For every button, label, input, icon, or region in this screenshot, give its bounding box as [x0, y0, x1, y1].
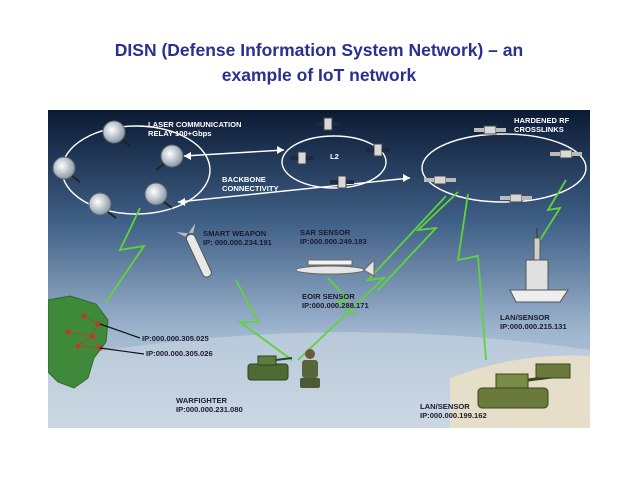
backbone-arrowhead-right-top [277, 146, 284, 154]
satellite-icon [424, 175, 456, 185]
usa-map [48, 295, 109, 389]
sar-sensor-ip: IP:000.000.249.183 [300, 237, 367, 246]
lan-sensor-tank-ip: IP:000.000.199.162 [420, 411, 487, 420]
warfighter-tank-icon [247, 355, 293, 381]
satellite-icon [330, 175, 354, 189]
sar-sensor-label: SAR SENSOR [300, 228, 351, 237]
rf-satellites [424, 125, 582, 203]
dish-icon [52, 156, 81, 183]
eoir-sensor-ip: IP:000.000.288.171 [302, 301, 369, 310]
satellite-icon [550, 149, 582, 159]
satellite-icon [474, 125, 506, 135]
smart-weapon-label: SMART WEAPON [203, 229, 266, 238]
link-sar-to-eoir [327, 277, 357, 317]
lan-tank-icon [450, 355, 590, 428]
dish-icon [155, 144, 184, 171]
laser-relay-dishes [52, 120, 184, 219]
wireless-links [105, 179, 567, 361]
link-weapon-to-warfighter [235, 279, 293, 361]
l2-satellites [290, 117, 390, 189]
network-diagram: LASER COMMUNICATION RELAY 100+Gbps HARDE… [48, 110, 590, 428]
satellite-icon [366, 143, 390, 157]
l2-label: L2 [330, 152, 339, 161]
dish-icon [88, 192, 117, 219]
network-diagram-canvas: LASER COMMUNICATION RELAY 100+Gbps HARDE… [48, 110, 590, 428]
satellite-icon [290, 151, 314, 165]
satellite-icon [500, 193, 532, 203]
laser-relay-label-1: LASER COMMUNICATION [148, 120, 242, 129]
usa-ip-2: IP:000.000.305.026 [146, 349, 213, 358]
dish-icon [102, 120, 131, 147]
backbone-link-top [183, 149, 285, 157]
satellite-icon [316, 117, 340, 131]
link-relay-to-usa [105, 207, 146, 303]
lan-sensor-ship-ip: IP:000.000.215.131 [500, 322, 567, 331]
laser-relay-label-2: RELAY 100+Gbps [148, 129, 212, 138]
usa-ip-1: IP:000.000.305.025 [142, 334, 209, 343]
ship-icon [509, 228, 569, 303]
uav-icon [295, 258, 375, 277]
link-rf-to-sar [377, 191, 459, 291]
rf-crosslink-orbit [421, 133, 587, 203]
backbone-arrowhead-left-bottom [178, 198, 185, 206]
backbone-link-bottom [177, 177, 411, 203]
warfighter-ip: IP:000.000.231.080 [176, 405, 243, 414]
smart-weapon-icon [176, 223, 212, 278]
eoir-sensor-label: EOIR SENSOR [302, 292, 355, 301]
hardened-rf-label-2: CROSSLINKS [514, 125, 564, 134]
backbone-arrowhead-left-top [184, 152, 191, 160]
l2-orbit [281, 135, 387, 189]
link-rf-to-tank [456, 193, 487, 361]
backbone-label-2: CONNECTIVITY [222, 184, 279, 193]
warfighter-label: WARFIGHTER [176, 396, 228, 405]
slide-title-line-2: example of IoT network [221, 65, 417, 85]
usa-ip2-pointer [99, 347, 145, 355]
smart-weapon-ip: IP: 000.000.234.191 [203, 238, 273, 247]
slide-title-line-1: DISN (Defense Information System Network… [114, 40, 524, 60]
backbone-arrowhead-right-bottom [403, 174, 410, 182]
usa-ip1-pointer [99, 323, 141, 339]
slide-title: DISN (Defense Information System Network… [0, 38, 638, 88]
lan-sensor-tank-label: LAN/SENSOR [420, 402, 470, 411]
dish-icon [144, 182, 173, 209]
link-rf-to-warfighter [297, 195, 447, 361]
hardened-rf-label-1: HARDENED RF [514, 116, 570, 125]
soldier-icon [300, 349, 320, 388]
lan-sensor-ship-label: LAN/SENSOR [500, 313, 550, 322]
backbone-label-1: BACKBONE [222, 175, 266, 184]
link-rf-to-ship [539, 179, 567, 241]
